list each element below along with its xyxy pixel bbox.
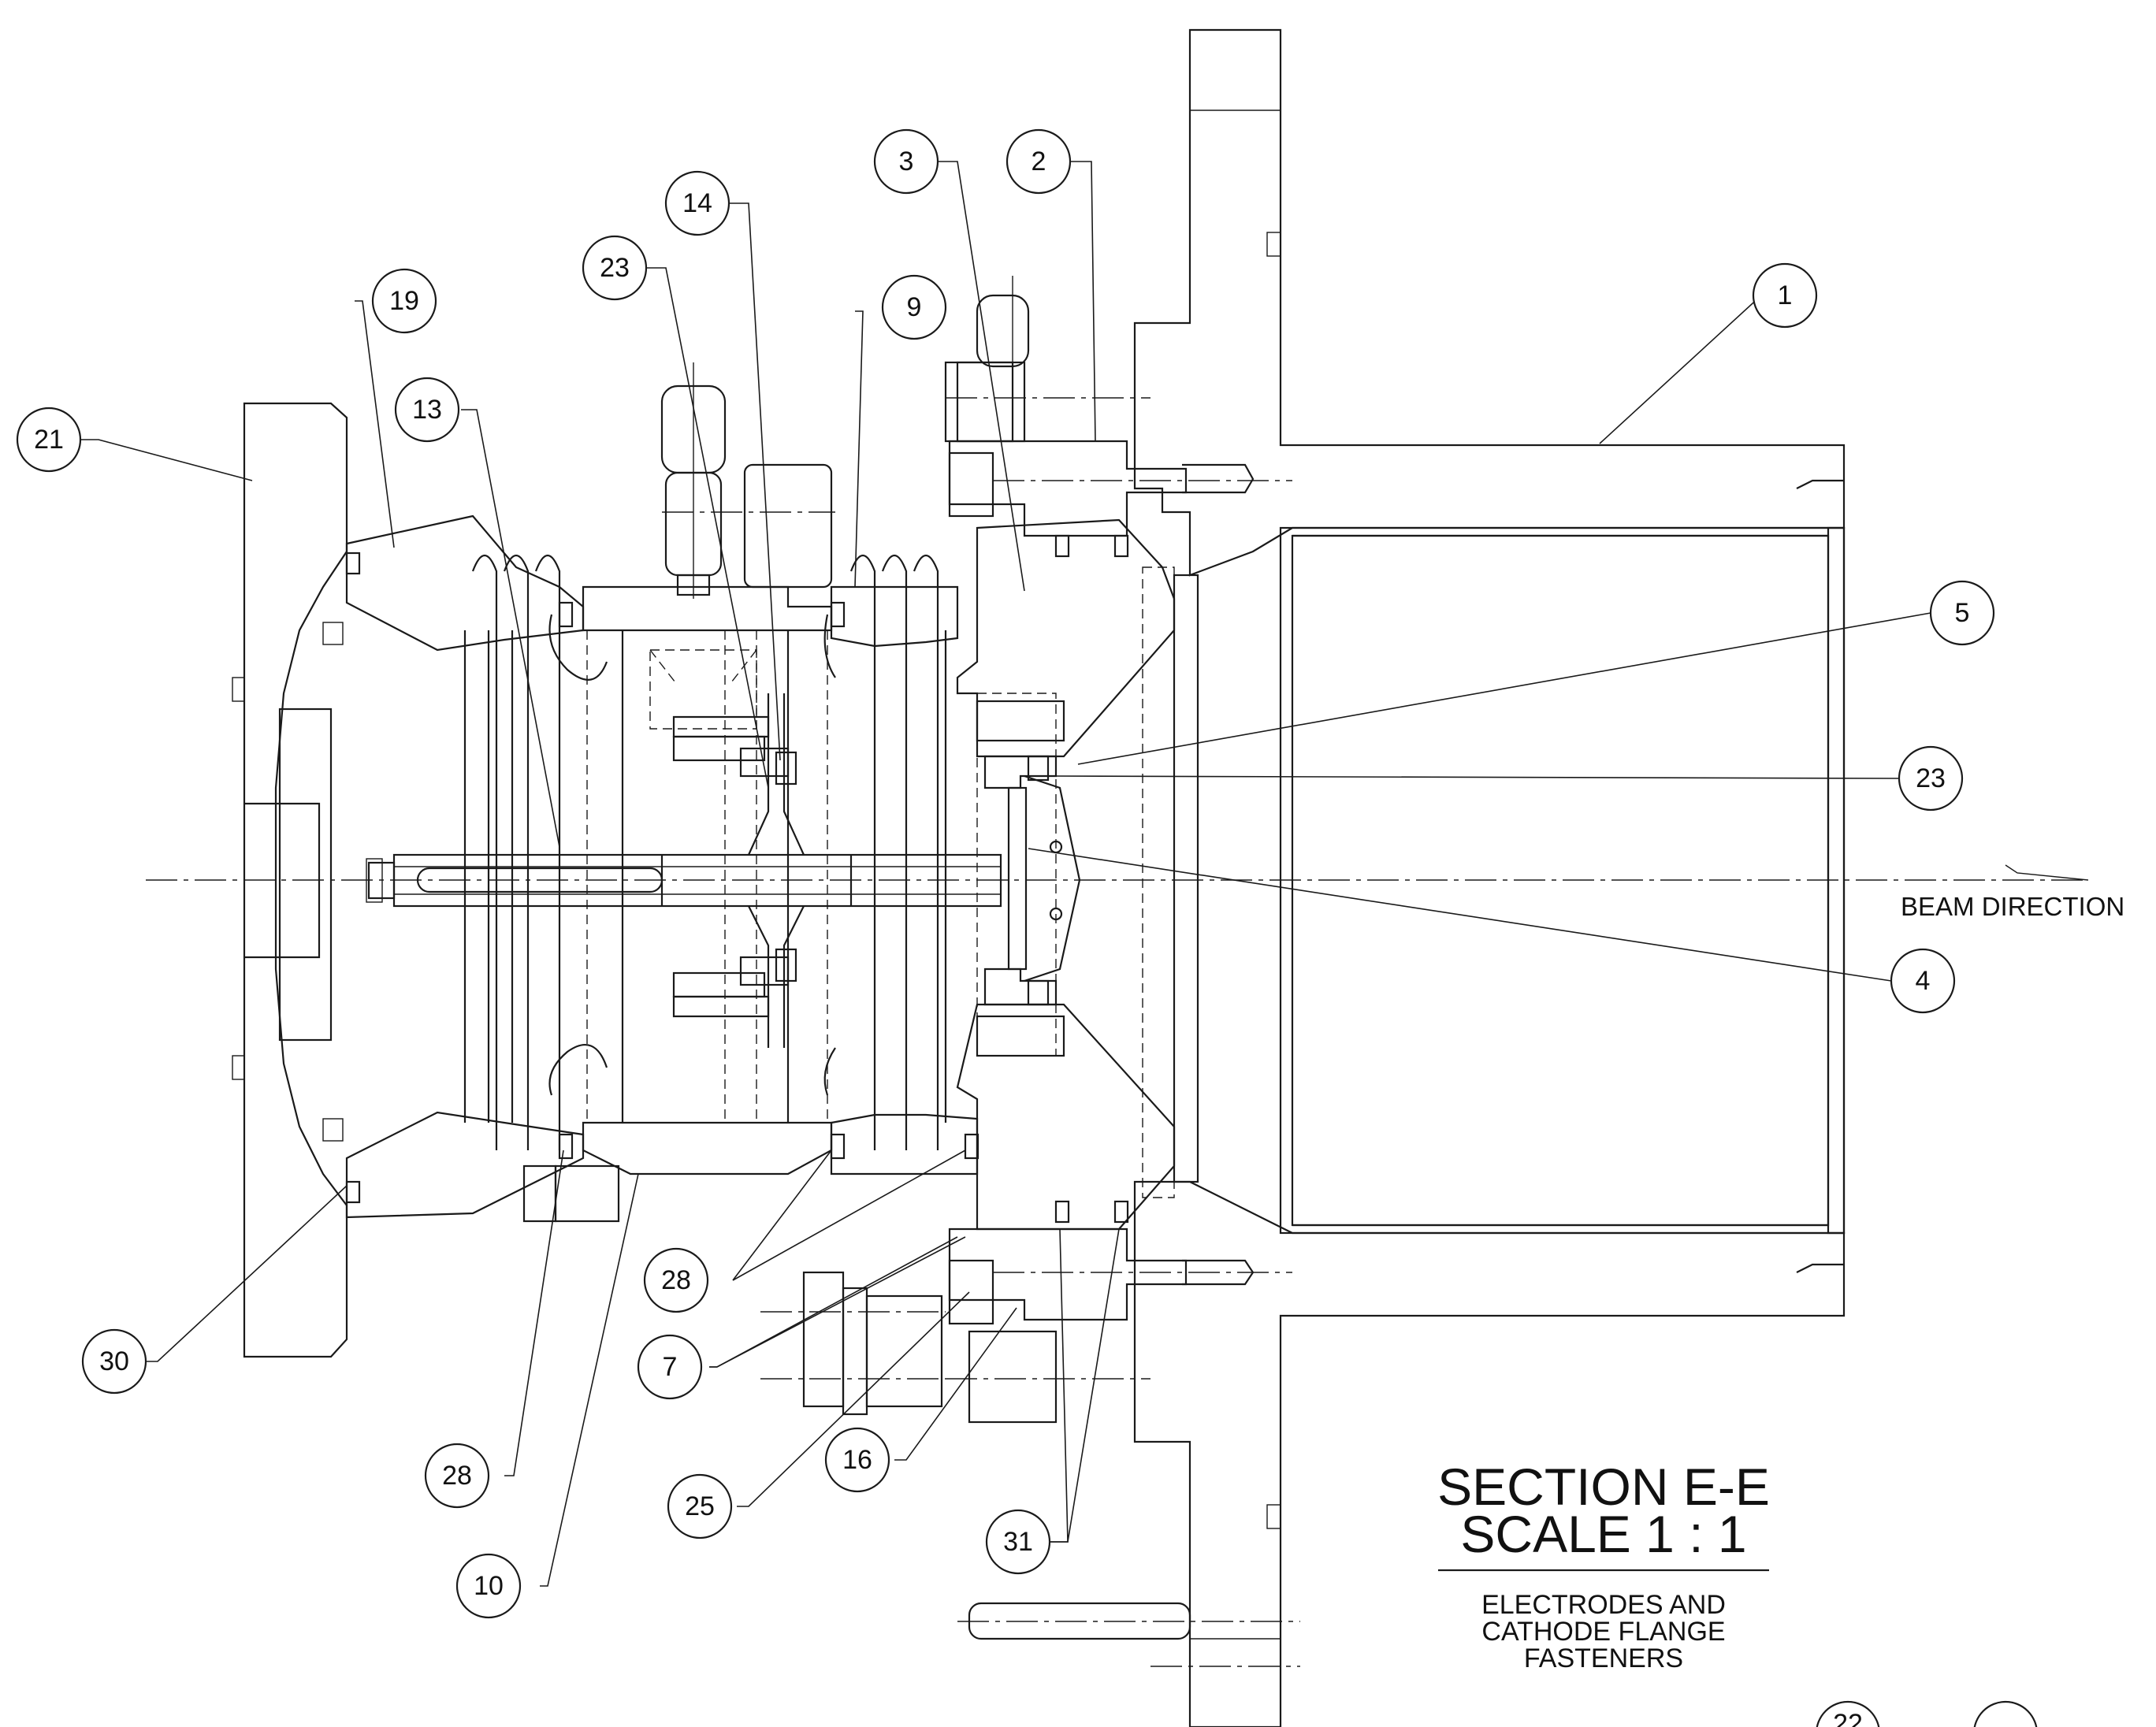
chamber-bolts — [1182, 463, 1844, 1286]
callout-10[interactable]: 10 — [455, 1553, 522, 1619]
callout-5[interactable]: 5 — [1929, 580, 1995, 646]
callout-1[interactable]: 1 — [1752, 262, 1818, 329]
svg-text:22: 22 — [1833, 1709, 1863, 1727]
svg-text:25: 25 — [685, 1491, 715, 1521]
callout-25[interactable]: 25 — [667, 1473, 733, 1539]
leader-lines — [79, 161, 1931, 1587]
bellows-right — [849, 555, 947, 1150]
svg-text:5: 5 — [1955, 598, 1970, 628]
svg-text:10: 10 — [474, 1571, 504, 1601]
svg-text:13: 13 — [412, 395, 442, 425]
part-4-window — [976, 700, 1081, 1057]
part-13-shaft — [367, 693, 1002, 1048]
fitting-bottom-left — [760, 1271, 946, 1416]
fitting-top-left — [660, 362, 835, 599]
callout-2[interactable]: 2 — [1006, 128, 1072, 195]
caption-line-1: ELECTRODES AND — [1481, 1590, 1726, 1620]
callout-14[interactable]: 14 — [664, 170, 730, 236]
bellows-left — [463, 555, 561, 1150]
svg-text:1: 1 — [1778, 280, 1793, 310]
callout-23-top[interactable]: 23 — [582, 235, 648, 301]
fitting-top-right — [956, 276, 1030, 443]
svg-text:19: 19 — [389, 286, 419, 316]
callout-28-left[interactable]: 28 — [424, 1443, 490, 1509]
svg-text:7: 7 — [663, 1352, 678, 1382]
svg-text:31: 31 — [1003, 1527, 1033, 1557]
section-scale: SCALE 1 : 1 — [1460, 1505, 1746, 1563]
beam-arrow — [2005, 864, 2089, 881]
bolt-bottom-left — [522, 1164, 620, 1223]
callout-23-right[interactable]: 23 — [1898, 745, 1964, 812]
part-14-electrode-holder — [672, 715, 797, 1018]
callout-3[interactable]: 3 — [873, 128, 939, 195]
callout-19[interactable]: 19 — [371, 268, 437, 334]
svg-text:28: 28 — [442, 1461, 472, 1491]
callout-16[interactable]: 16 — [824, 1427, 890, 1493]
svg-text:16: 16 — [842, 1445, 872, 1475]
callout-7[interactable]: 7 — [637, 1334, 703, 1400]
svg-text:28: 28 — [661, 1265, 691, 1295]
svg-text:23: 23 — [1916, 763, 1946, 793]
part-9-bellows-ring — [830, 585, 979, 1175]
callout-30[interactable]: 30 — [81, 1328, 147, 1395]
caption-line-3: FASTENERS — [1524, 1643, 1683, 1673]
section-title: SECTION E-E — [1437, 1458, 1770, 1516]
part-21-end-plate — [232, 402, 383, 1358]
callout-9[interactable]: 9 — [881, 274, 947, 340]
caption-line-2: CATHODE FLANGE — [1481, 1617, 1725, 1647]
callout-28-right[interactable]: 28 — [643, 1247, 709, 1313]
callout-4[interactable]: 4 — [1890, 948, 1956, 1014]
callout-31[interactable]: 31 — [985, 1509, 1051, 1575]
o-rings — [345, 534, 1129, 1224]
svg-text:9: 9 — [907, 292, 922, 322]
svg-text:3: 3 — [899, 147, 914, 176]
callout-22[interactable]: 22 — [1816, 1700, 1880, 1727]
beam-direction-label: BEAM DIRECTION — [1901, 892, 2124, 921]
svg-text:4: 4 — [1916, 966, 1931, 996]
svg-text:30: 30 — [99, 1346, 129, 1376]
callout-13[interactable]: 13 — [394, 377, 460, 443]
svg-text:23: 23 — [600, 253, 630, 283]
part-2-clamp-ring — [944, 361, 1292, 1424]
callout-partial — [1973, 1700, 2038, 1727]
svg-text:21: 21 — [34, 425, 64, 455]
section-title-block: SECTION E-E SCALE 1 : 1 ELECTRODES AND C… — [1437, 1458, 1770, 1673]
svg-text:2: 2 — [1032, 147, 1046, 176]
svg-text:14: 14 — [682, 188, 712, 218]
hidden-lines — [586, 566, 1175, 1198]
pin-bottom — [957, 1602, 1300, 1667]
callout-21[interactable]: 21 — [16, 407, 82, 473]
